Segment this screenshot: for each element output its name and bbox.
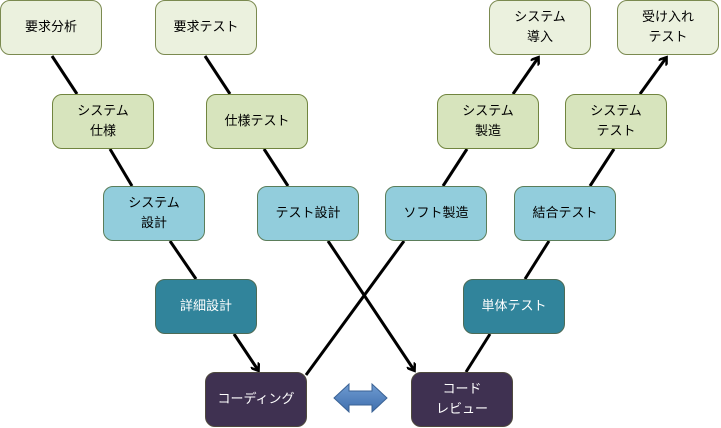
node-test-design: テスト設計 — [257, 186, 359, 241]
node-req-analysis: 要求分析 — [0, 0, 102, 55]
connector-unit-test-to-integration-test — [523, 240, 551, 280]
node-acceptance-test: 受け入れ テスト — [617, 0, 719, 55]
connector-sys-test-to-acceptance-test — [638, 58, 666, 95]
connector-spec-test-to-test-design — [262, 148, 290, 187]
connector-code-review-to-unit-test — [464, 333, 492, 373]
connector-coding-to-soft-build — [304, 240, 406, 376]
node-integration-test: 結合テスト — [514, 186, 616, 241]
node-detail-design: 詳細設計 — [155, 279, 257, 334]
connector-detail-design-to-coding — [232, 333, 258, 370]
connector-test-design-to-code-review — [326, 240, 414, 370]
connector-sys-build-to-sys-intro — [511, 58, 538, 95]
node-unit-test: 単体テスト — [463, 279, 565, 334]
connector-sys-spec-to-sys-design — [108, 148, 134, 187]
connector-req-test-to-spec-test — [203, 55, 232, 95]
node-coding: コーディング — [205, 372, 307, 427]
connector-req-analysis-to-sys-spec — [50, 55, 79, 95]
bidirectional-arrow-icon — [333, 382, 388, 414]
node-sys-build: システム 製造 — [437, 94, 539, 149]
connector-integration-test-to-sys-test — [588, 148, 616, 187]
node-code-review: コード レビュー — [411, 372, 513, 427]
connector-soft-build-to-sys-build — [441, 148, 469, 187]
node-sys-spec: システム 仕様 — [52, 94, 154, 149]
node-spec-test: 仕様テスト — [206, 94, 308, 149]
node-req-test: 要求テスト — [155, 0, 257, 55]
node-sys-design: システム 設計 — [103, 186, 205, 241]
node-sys-test: システム テスト — [565, 94, 667, 149]
connector-sys-design-to-detail-design — [168, 240, 198, 280]
node-sys-intro: システム 導入 — [489, 0, 591, 55]
node-soft-build: ソフト製造 — [385, 186, 487, 241]
